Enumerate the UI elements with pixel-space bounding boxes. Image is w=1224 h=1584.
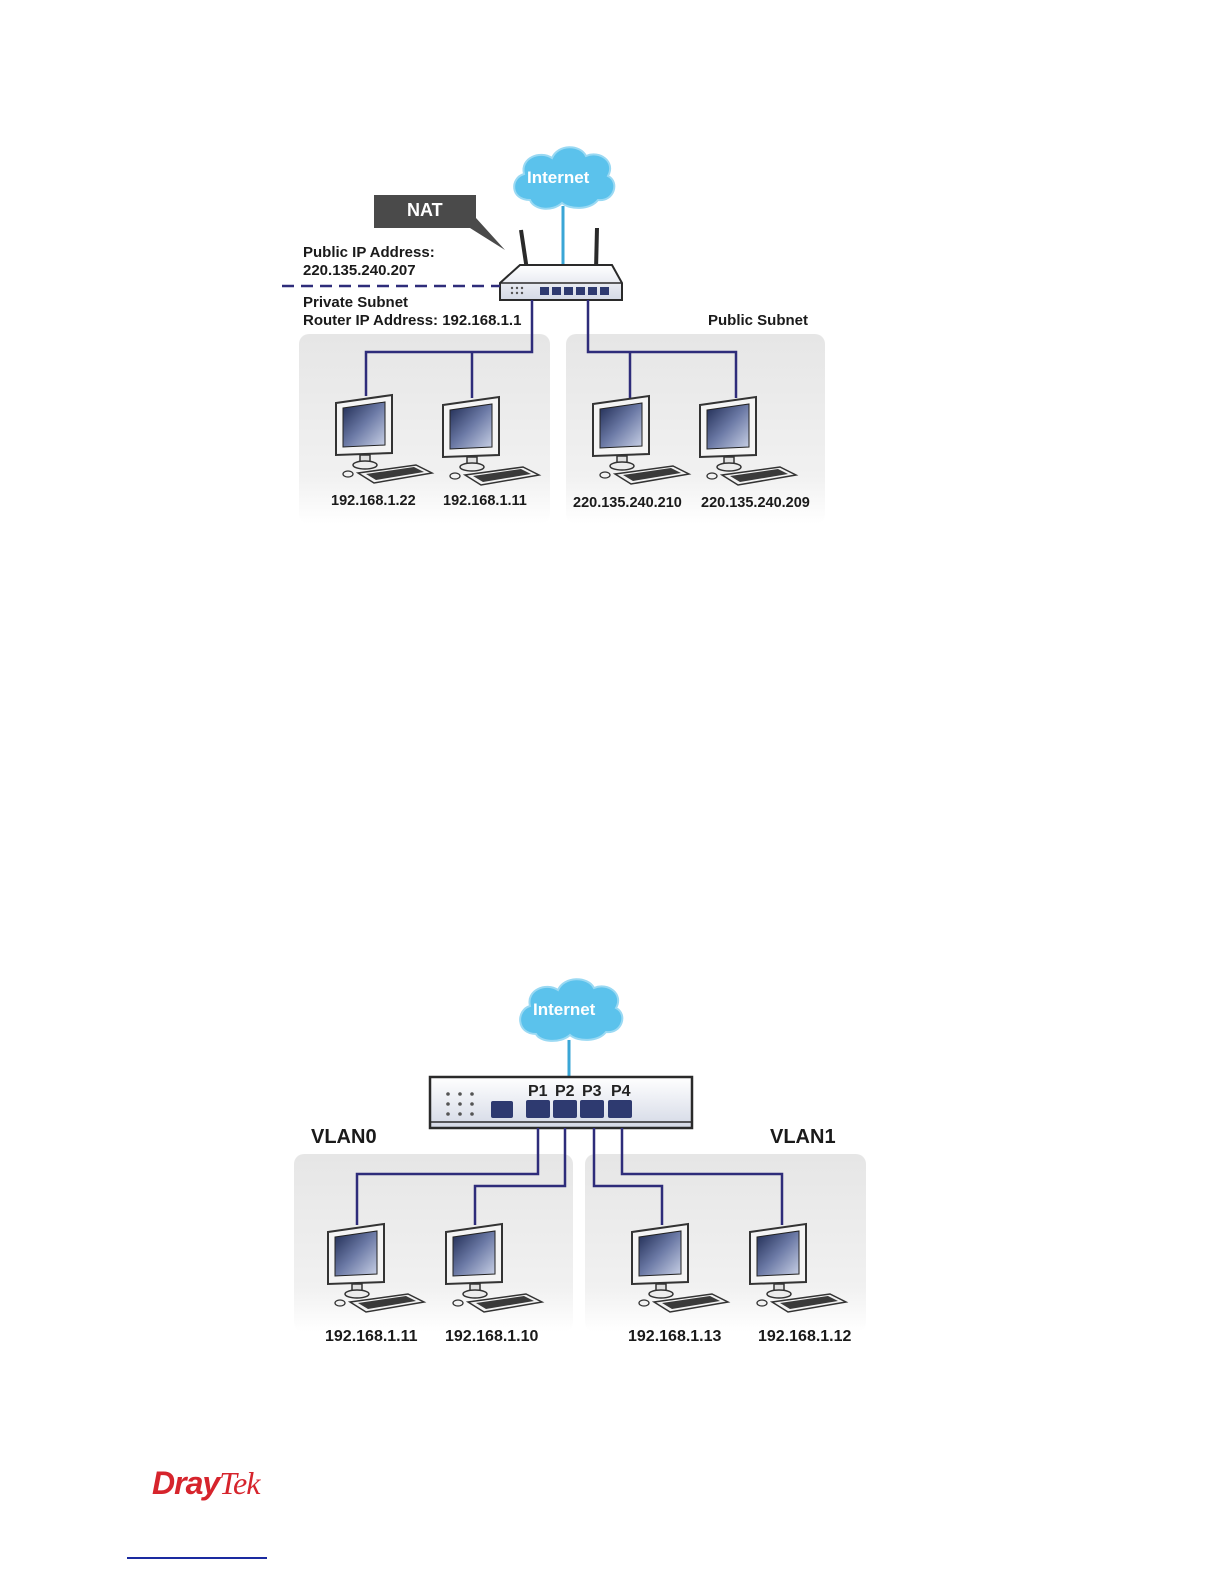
vlan1-label: VLAN1 <box>770 1126 836 1149</box>
host-ip-label: 192.168.1.12 <box>758 1328 851 1346</box>
router-ip-label: Router IP Address: 192.168.1.1 <box>303 312 521 329</box>
port-label: P1 <box>528 1083 548 1101</box>
port-label: P2 <box>555 1083 575 1101</box>
port-label: P3 <box>582 1083 602 1101</box>
host-ip-label: 192.168.1.11 <box>443 493 527 509</box>
nat-label: NAT <box>407 200 443 221</box>
logo-part-tek: Tek <box>219 1465 259 1501</box>
router-icon <box>500 228 622 300</box>
public-subnet-label: Public Subnet <box>708 312 808 329</box>
port-label: P4 <box>611 1083 631 1101</box>
host-ip-label: 192.168.1.22 <box>331 493 416 509</box>
host-ip-label: 192.168.1.13 <box>628 1328 721 1346</box>
draytek-logo: DrayTek <box>152 1465 259 1502</box>
vlan0-label: VLAN0 <box>311 1126 377 1149</box>
internet-label: Internet <box>527 168 589 188</box>
host-ip-label: 220.135.240.209 <box>701 495 810 511</box>
public-ip-value: 220.135.240.207 <box>303 262 416 279</box>
internet-label: Internet <box>533 1000 595 1020</box>
host-ip-label: 192.168.1.10 <box>445 1328 538 1346</box>
host-ip-label: 192.168.1.11 <box>325 1328 418 1346</box>
logo-part-dray: Dray <box>152 1465 219 1501</box>
footer-rule <box>127 1557 267 1559</box>
private-subnet-label: Private Subnet <box>303 294 408 311</box>
public-ip-label: Public IP Address: <box>303 244 435 261</box>
host-ip-label: 220.135.240.210 <box>573 495 682 511</box>
